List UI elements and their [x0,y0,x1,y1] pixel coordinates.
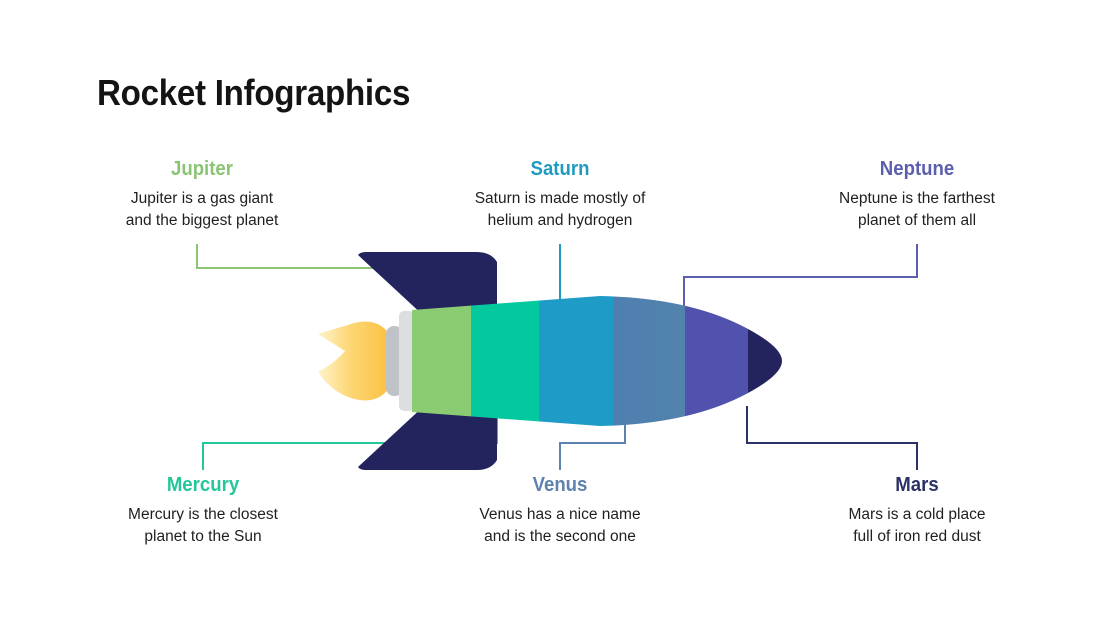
callout-description-venus: Venus has a nice name and is the second … [479,506,641,545]
body-segment-cyan [539,296,613,426]
callout-title-saturn: Saturn [530,158,590,180]
body-segment-indigo [685,296,748,426]
rocket-flame [318,321,399,401]
callout-description-jupiter: Jupiter is a gas giant and the biggest p… [125,190,279,229]
page-title: Rocket Infographics [97,72,411,113]
body-segment-emerald [471,296,539,426]
callout-description-saturn: Saturn is made mostly of helium and hydr… [474,190,646,229]
connector-jupiter [196,244,444,312]
callout-title-venus: Venus [532,474,588,496]
body-segment-nose [748,296,782,426]
connector-mercury [202,410,498,470]
callout-venus: Venus Venus has a nice name and is the s… [430,474,690,548]
callout-mars: Mars Mars is a cold place full of iron r… [787,474,1047,548]
callout-title-mercury: Mercury [166,474,240,496]
connector-venus [559,420,626,470]
callout-description-neptune: Neptune is the farthest planet of them a… [839,190,995,229]
callout-jupiter: Jupiter Jupiter is a gas giant and the b… [72,158,332,232]
nozzle-inner [386,326,403,396]
callout-description-mars: Mars is a cold place full of iron red du… [848,506,986,545]
callout-neptune: Neptune Neptune is the farthest planet o… [787,158,1047,232]
rocket-fin-top [358,252,497,317]
body-segment-steel [613,296,685,426]
nozzle-outer [399,311,414,411]
rocket-body [412,296,782,426]
callout-title-neptune: Neptune [879,158,955,180]
connector-neptune [683,244,918,320]
callout-saturn: Saturn Saturn is made mostly of helium a… [430,158,690,232]
rocket-fins [358,252,497,470]
rocket-nozzle [386,311,414,411]
callout-title-jupiter: Jupiter [170,158,234,180]
callout-mercury: Mercury Mercury is the closest planet to… [73,474,333,548]
callout-description-mercury: Mercury is the closest planet to the Sun [128,506,278,545]
callout-title-mars: Mars [895,474,939,496]
body-segment-green [412,296,471,426]
connector-mars [746,406,918,470]
rocket-fin-bottom [358,405,497,470]
